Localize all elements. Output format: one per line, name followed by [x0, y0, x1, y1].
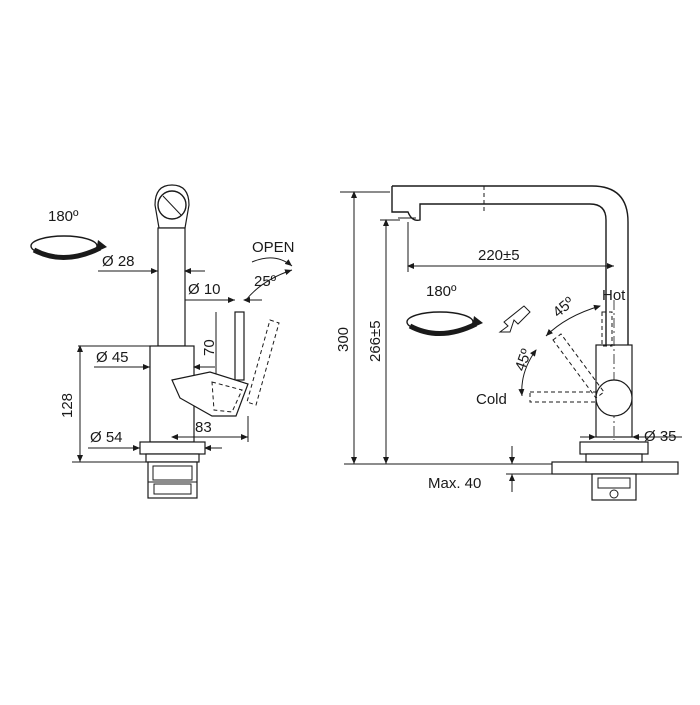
open-angle-label: 25º [254, 273, 277, 290]
dia-45-label: Ø 45 [96, 349, 129, 366]
dia-28-label: Ø 28 [102, 253, 135, 270]
hot-label: Hot [602, 287, 626, 304]
left-view: 180º Ø 28 Ø 10 70 [30, 184, 295, 499]
direction-arrow-icon [498, 305, 531, 333]
height-266-label: 266±5 [367, 320, 384, 362]
height-70-label: 70 [201, 339, 218, 356]
angle-hot-label: 45º [550, 293, 578, 321]
mounting-base-right [579, 441, 649, 501]
max-40-label: Max. 40 [428, 475, 481, 492]
rotation-label-right: 180º [426, 283, 457, 300]
dia-10-label: Ø 10 [188, 281, 221, 298]
open-label: OPEN [252, 239, 295, 256]
height-128-label: 128 [59, 393, 76, 418]
rotation-180-icon-right [406, 311, 483, 337]
spout-head [154, 184, 190, 229]
countertop [551, 461, 679, 475]
height-300-label: 300 [335, 327, 352, 352]
depth-83-label: 83 [195, 419, 212, 436]
angle-cold-label: 45º [512, 346, 536, 373]
spout-body [157, 227, 186, 347]
rotation-label: 180º [48, 208, 79, 225]
cold-label: Cold [476, 391, 507, 408]
mounting-base [139, 441, 206, 499]
lever-knob [595, 379, 633, 417]
dia-54-label: Ø 54 [90, 429, 123, 446]
dia-35-label: Ø 35 [644, 428, 677, 445]
right-view: 45º 45º Hot Cold 180º 220±5 300 266±5 [335, 185, 682, 501]
reach-220-label: 220±5 [478, 247, 520, 264]
rotation-180-icon [30, 235, 107, 261]
pullout-spout [391, 185, 629, 345]
lever-handle [234, 311, 245, 381]
